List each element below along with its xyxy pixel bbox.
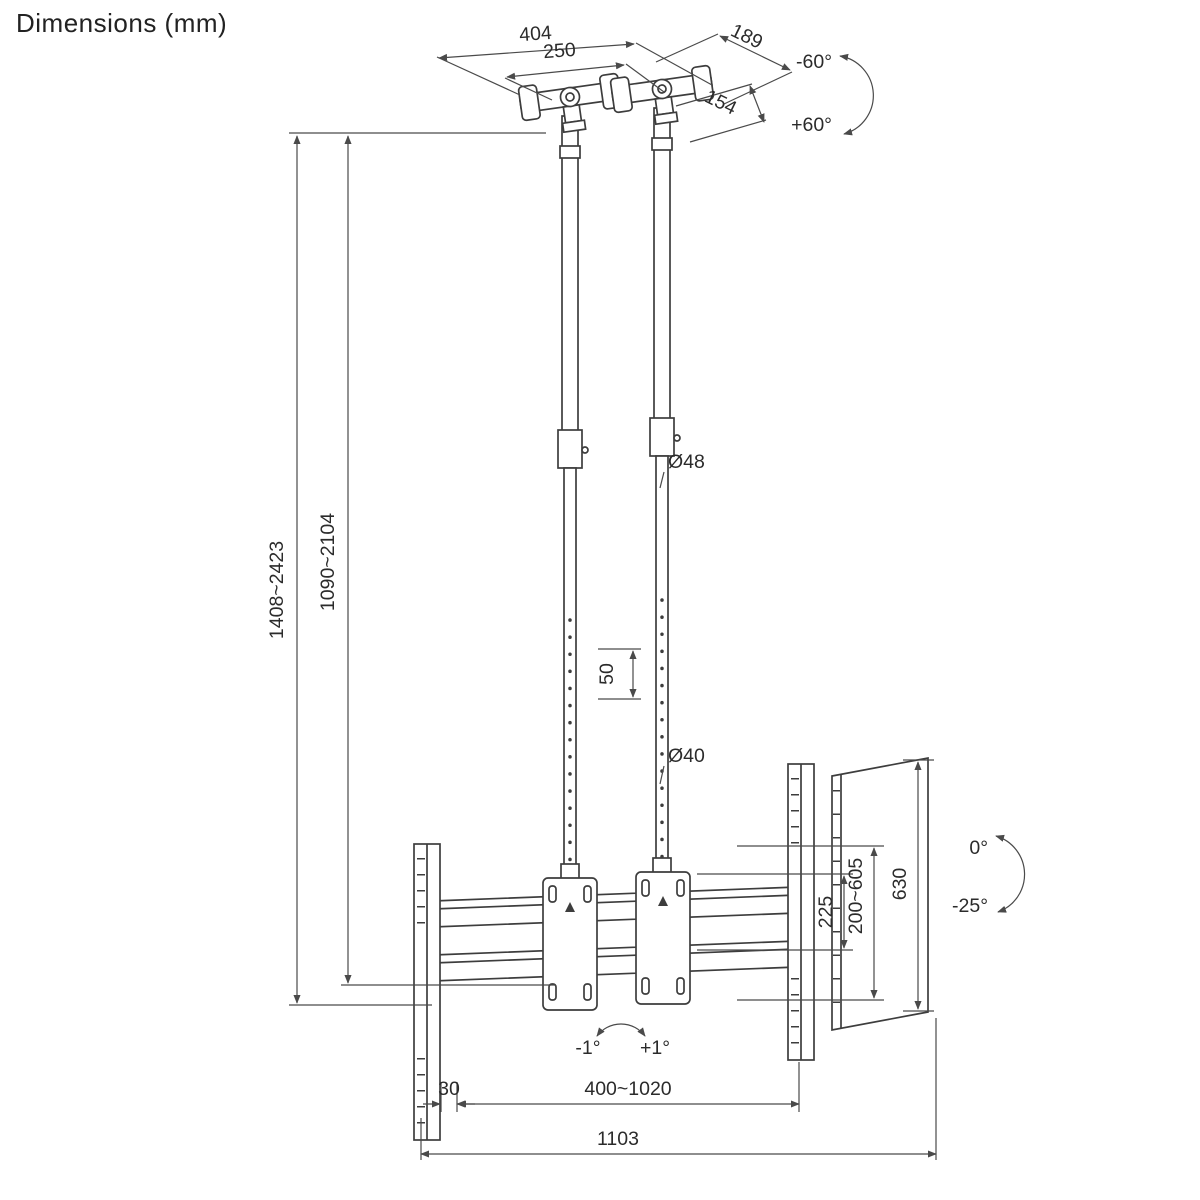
vesa-plate-left-arrow-icon [565,902,575,912]
leader-line [659,471,665,489]
dim-top-width: 404 [436,22,713,96]
dim-bracket-travel: 200~605 [737,845,884,1001]
leader-line [659,765,665,785]
tilt-arc-arrow [995,834,1026,913]
dim-total-height: 1408~2423 [266,132,546,1006]
dim-total-width-label: 1103 [597,1128,639,1150]
ceiling-plate-right [609,64,715,126]
dim-level-right-label: +1° [640,1037,670,1059]
dim-pole-height-label: 1090~2104 [317,513,339,611]
ceiling-plate-left-stub-collar [561,119,587,134]
ceiling-plate-right-pad-a [609,76,634,114]
dim-hole-pitch: 50 [596,648,641,700]
pole-right-upper-tube [653,107,671,429]
diagram-title: Dimensions (mm) [16,8,228,38]
extension-line [504,77,553,101]
ceiling-plate-right-stub-collar [653,111,679,126]
dim-tilt-upper-label: 0° [969,837,988,859]
extension-line [436,56,521,96]
vesa-plate-right [635,871,691,1005]
pole-left-collar [557,429,583,469]
tv-rail-right [787,763,815,1061]
dim-bracket-travel-label: 200~605 [845,858,867,935]
dim-level: -1° +1° [575,1023,670,1059]
extension-line [675,83,753,107]
vesa-plate-right-slot-tl [641,879,650,897]
ceiling-plate-left-stub [562,103,583,124]
dim-plate-depth-label: 189 [727,20,766,54]
vesa-plate-left-slot-bl [548,983,557,1001]
dim-tilt: 0° -25° [952,834,1026,917]
vesa-plate-left-slot-br [583,983,592,1001]
pole-left [557,115,589,889]
ceiling-plate-right-stub [654,95,675,116]
dim-vesa-height: 225 [697,873,853,951]
pole-left-collar-knob [581,446,589,454]
dimension-line [506,62,625,80]
dim-pole-height: 1090~2104 [317,135,556,986]
dim-pole-spacing-label: 250 [542,39,576,63]
ceiling-plate-left [517,72,623,134]
vesa-plate-left [542,877,598,1011]
extension-line [635,42,713,86]
panel-outline [831,756,929,1032]
dim-swivel-right-label: +60° [791,114,832,136]
dim-rail-offset-label: 30 [438,1078,460,1100]
pole-right-top-band [651,137,673,151]
crossbar-top-rail-line [432,894,798,910]
ceiling-plate-left-bolt [565,92,575,102]
dim-swivel-left-label: -60° [796,51,832,73]
dim-rail-width-label: 400~1020 [584,1078,671,1100]
dim-bracket-length: 630 [889,759,934,1012]
extension-line [625,63,665,93]
dimension-line [749,85,765,123]
dimension-line [438,40,635,62]
dim-lower-pole-diameter-label: Ø40 [668,745,705,767]
extension-line [655,33,719,63]
extension-line [689,119,767,143]
vesa-plate-right-slot-br [676,977,685,995]
dim-upper-pole-diameter-label: Ø48 [668,451,705,473]
level-arc-arrow [596,1023,646,1037]
dim-vesa-height-label: 225 [815,896,837,929]
pole-left-upper-tube [561,115,579,441]
crossbar [432,886,798,982]
vesa-plate-right-slot-bl [641,977,650,995]
pole-right-collar-knob [673,434,681,442]
vesa-plate-right-arrow-icon [658,896,668,906]
swivel-arc-arrow [839,53,874,136]
dim-rail-width: 400~1020 [456,1062,800,1112]
vesa-plate-right-slot-tr [676,879,685,897]
vesa-plate-right-body [635,871,691,1005]
vesa-plate-left-body [542,877,598,1011]
crossbar-bottom-rail-line [432,948,798,964]
dim-level-left-label: -1° [575,1037,600,1059]
dim-tilt-lower-label: -25° [952,895,988,917]
dim-swivel: -60° +60° [791,51,874,136]
dim-top-width-label: 404 [518,22,552,46]
ceiling-plate-right-bolt [657,84,667,94]
dim-total-height-label: 1408~2423 [266,541,288,639]
ceiling-plate-left-pad-a [517,84,542,122]
dim-upper-pole-diameter: Ø48 [659,451,705,489]
vesa-plate-left-slot-tl [548,885,557,903]
dim-hole-pitch-label: 50 [596,663,618,685]
dimension-line [719,35,791,71]
ceiling-plate-right-pad-b [690,64,715,102]
dim-pole-spacing: 250 [504,39,665,101]
dim-total-width: 1103 [420,1018,937,1160]
dim-lower-pole-diameter: Ø40 [659,745,705,785]
dim-bracket-length-label: 630 [889,868,911,901]
tv-rail-left [413,843,441,1141]
pole-left-top-band [559,145,581,159]
vesa-plate-left-slot-tr [583,885,592,903]
